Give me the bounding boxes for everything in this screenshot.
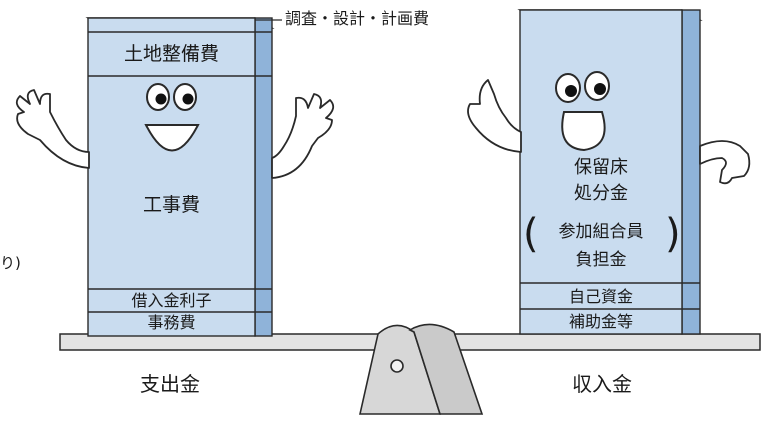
left-edge-text-fragment: り)	[0, 254, 21, 272]
open-paren: (	[523, 211, 539, 257]
construction-cost-label: 工事費	[142, 193, 200, 216]
income-block	[517, 9, 703, 335]
member-contribution-label-2: 負担金	[575, 249, 627, 270]
subsidy-label: 補助金等	[568, 312, 633, 331]
loan-interest-label: 借入金利子	[131, 290, 212, 310]
fulcrum	[359, 323, 484, 415]
survey-cost-label: 調査・設計・計画費	[285, 9, 430, 28]
expenditure-caption: 支出金	[140, 372, 200, 396]
income-caption: 収入金	[572, 372, 632, 396]
reserved-floor-label-2: 処分金	[574, 183, 628, 204]
member-contribution-label-1: 参加組合員	[558, 221, 644, 242]
own-funds-label: 自己資金	[568, 286, 633, 306]
reserved-floor-label-1: 保留床	[574, 157, 628, 178]
right-arm-pointing	[467, 79, 522, 153]
expenditure-block	[85, 17, 275, 337]
left-mouth	[144, 124, 200, 152]
income-face	[555, 71, 610, 152]
left-arm-inner	[271, 93, 335, 179]
land-development-label: 土地整備費	[123, 42, 219, 65]
fulcrum-pivot	[390, 359, 404, 373]
right-mouth	[561, 111, 606, 152]
right-arm-outer	[699, 140, 751, 185]
expenditure-arms	[15, 89, 335, 179]
close-paren: )	[665, 211, 681, 257]
office-expense-label: 事務費	[147, 313, 196, 332]
income-arms	[467, 79, 751, 185]
expenditure-face	[144, 83, 200, 152]
left-arm-outer	[15, 89, 90, 169]
